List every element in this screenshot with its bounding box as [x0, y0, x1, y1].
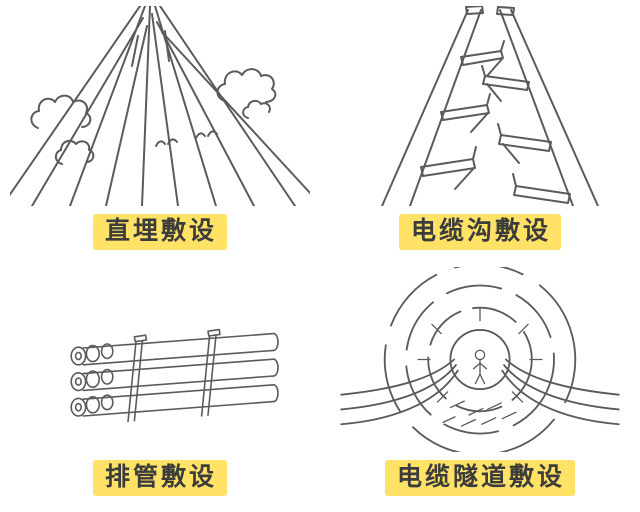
duct-bank-sketch-icon — [70, 329, 279, 423]
label-cable-trench: 电缆沟敷设 — [398, 214, 561, 250]
label-cable-tunnel: 电缆隧道敷设 — [384, 460, 575, 496]
label-duct-bank: 排管敷设 — [92, 460, 227, 496]
tunnel-shading-ticks — [417, 308, 543, 403]
panel-cable-trench: 电缆沟敷设 — [320, 0, 640, 256]
pipe-bundle — [70, 333, 279, 418]
panel-direct-burial: 直埋敷设 — [0, 0, 320, 256]
label-direct-burial: 直埋敷设 — [92, 214, 227, 250]
trench-perspective-lines — [10, 6, 310, 207]
bracket-icon — [481, 65, 571, 205]
cloud-icon — [216, 68, 277, 120]
cable-lines — [340, 358, 620, 426]
worker-figure — [472, 349, 488, 385]
cloud-icon — [30, 94, 95, 166]
ground-hatch-marks — [442, 400, 517, 427]
tunnel-rings — [383, 267, 577, 453]
panel-cable-tunnel: 电缆隧道敷设 — [320, 256, 640, 512]
cable-trench-sketch-icon — [381, 6, 599, 207]
panel-duct-bank: 排管敷设 — [0, 256, 320, 512]
direct-burial-sketch-icon — [10, 6, 310, 207]
cable-tunnel-sketch-icon — [340, 267, 620, 453]
strap-band — [127, 329, 221, 423]
trench-rails — [381, 6, 599, 207]
bracket-icon — [420, 40, 505, 191]
ground-sprout-marks — [155, 130, 218, 148]
